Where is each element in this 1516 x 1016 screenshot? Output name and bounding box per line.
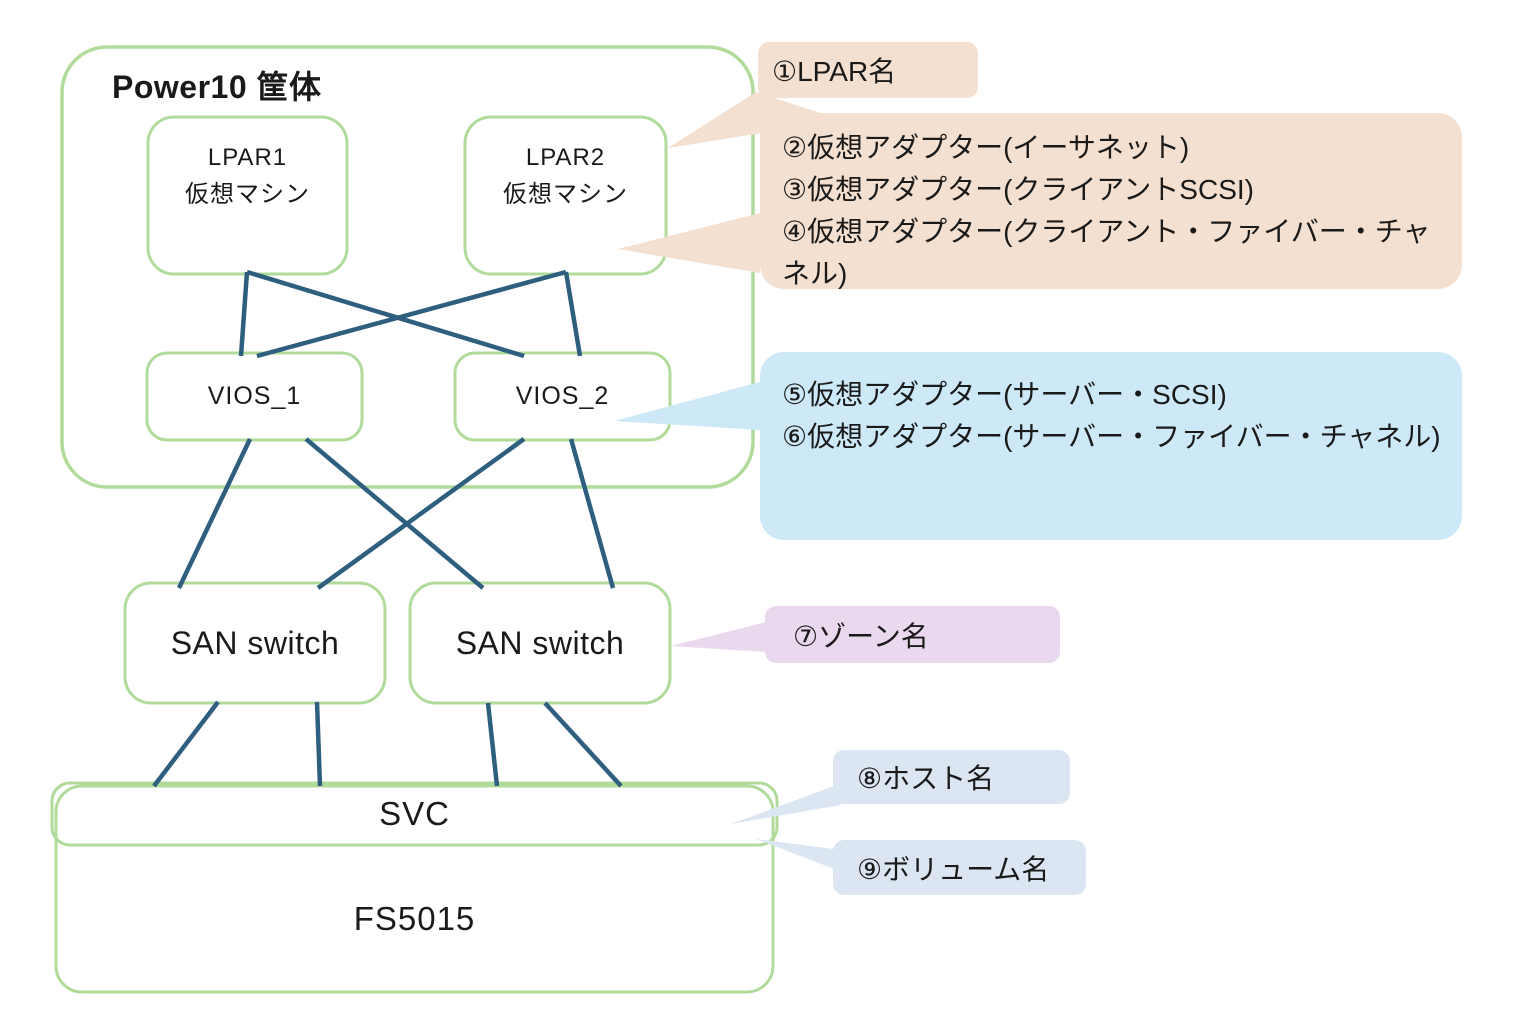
lpar2-name: LPAR2 [525, 144, 606, 171]
connector-lpar2-vios2 [563, 271, 583, 357]
callout-client-adapters-text: ②仮想アダプター(イーサネット) ③仮想アダプター(クライアントSCSI) ④仮… [782, 127, 1444, 295]
svc-label: SVC [379, 795, 450, 832]
callout-lpar-name-text: ①LPAR名 [772, 56, 897, 87]
callout-item-virtual-adapter-client-scsi: ③仮想アダプター(クライアントSCSI) [782, 174, 1254, 205]
fs5015-label: FS5015 [353, 899, 476, 937]
connector-sanright-svc-1 [485, 702, 500, 787]
vios1-box [145, 351, 364, 442]
callout-zone-name-box [765, 606, 1060, 663]
callout-lpar-name-box [758, 42, 978, 98]
callout-item-virtual-adapter-server-scsi: ⑤仮想アダプター(サーバー・SCSI) [782, 379, 1227, 410]
callout-server-adapters-text: ⑤仮想アダプター(サーバー・SCSI) ⑥仮想アダプター(サーバー・ファイバー・… [782, 374, 1444, 458]
san-switch-left-label: SAN switch [170, 624, 340, 661]
callout-tail-volume-name [756, 839, 834, 869]
lpar1-label: LPAR1 仮想マシン [148, 139, 347, 213]
vios2-box [453, 351, 672, 442]
connector-lpar1-vios1 [238, 271, 250, 357]
callout-host-name-box [833, 750, 1070, 804]
connector-sanright-svc-2 [543, 701, 623, 788]
lpar2-label: LPAR2 仮想マシン [465, 139, 666, 213]
san-switch-left-box [123, 581, 387, 705]
vios1-label: VIOS_1 [207, 382, 302, 410]
connector-vios1-sanright [304, 437, 485, 590]
callout-item-virtual-adapter-ethernet: ②仮想アダプター(イーサネット) [782, 132, 1190, 163]
callout-zone-name-text: ⑦ゾーン名 [793, 620, 929, 652]
callout-tail-host-name [731, 786, 841, 824]
san-switch-right-box [408, 581, 672, 705]
san-switch-right-label: SAN switch [455, 624, 625, 661]
callout-server-adapters-box [760, 352, 1462, 540]
connector-vios2-sanright [568, 438, 616, 589]
callout-host-name-text: ⑧ホスト名 [857, 763, 995, 794]
connector-vios1-sanleft [176, 438, 253, 589]
lpar1-name: LPAR1 [207, 144, 288, 171]
chassis-title: Power10 筐体 [112, 69, 322, 105]
connector-sanleft-svc-1 [152, 700, 220, 788]
connector-lpar2-vios1 [256, 269, 567, 359]
fs5015-box [54, 784, 775, 994]
connector-vios2-sanleft [316, 437, 526, 590]
callout-tail-lpar-name [668, 92, 842, 148]
callout-item-virtual-adapter-client-fc: ④仮想アダプター(クライアント・ファイバー・チャネル) [782, 216, 1431, 289]
connector-lpar1-vios2 [246, 269, 525, 359]
vios2-label: VIOS_2 [515, 382, 610, 410]
callout-item-virtual-adapter-server-fc: ⑥仮想アダプター(サーバー・ファイバー・チャネル) [782, 421, 1441, 452]
lpar1-subtitle: 仮想マシン [185, 181, 310, 208]
callout-volume-name-text: ⑨ボリューム名 [857, 853, 1050, 885]
connector-sanleft-svc-2 [314, 701, 323, 787]
connector-lines [152, 269, 623, 788]
callout-tail-server-adapters [614, 382, 760, 430]
lpar2-subtitle: 仮想マシン [503, 181, 628, 208]
callout-tail-client-adapters [618, 213, 760, 273]
callout-volume-name-box [833, 840, 1086, 895]
callout-client-adapters-box [760, 113, 1462, 289]
callout-tail-zone-name [671, 622, 766, 652]
